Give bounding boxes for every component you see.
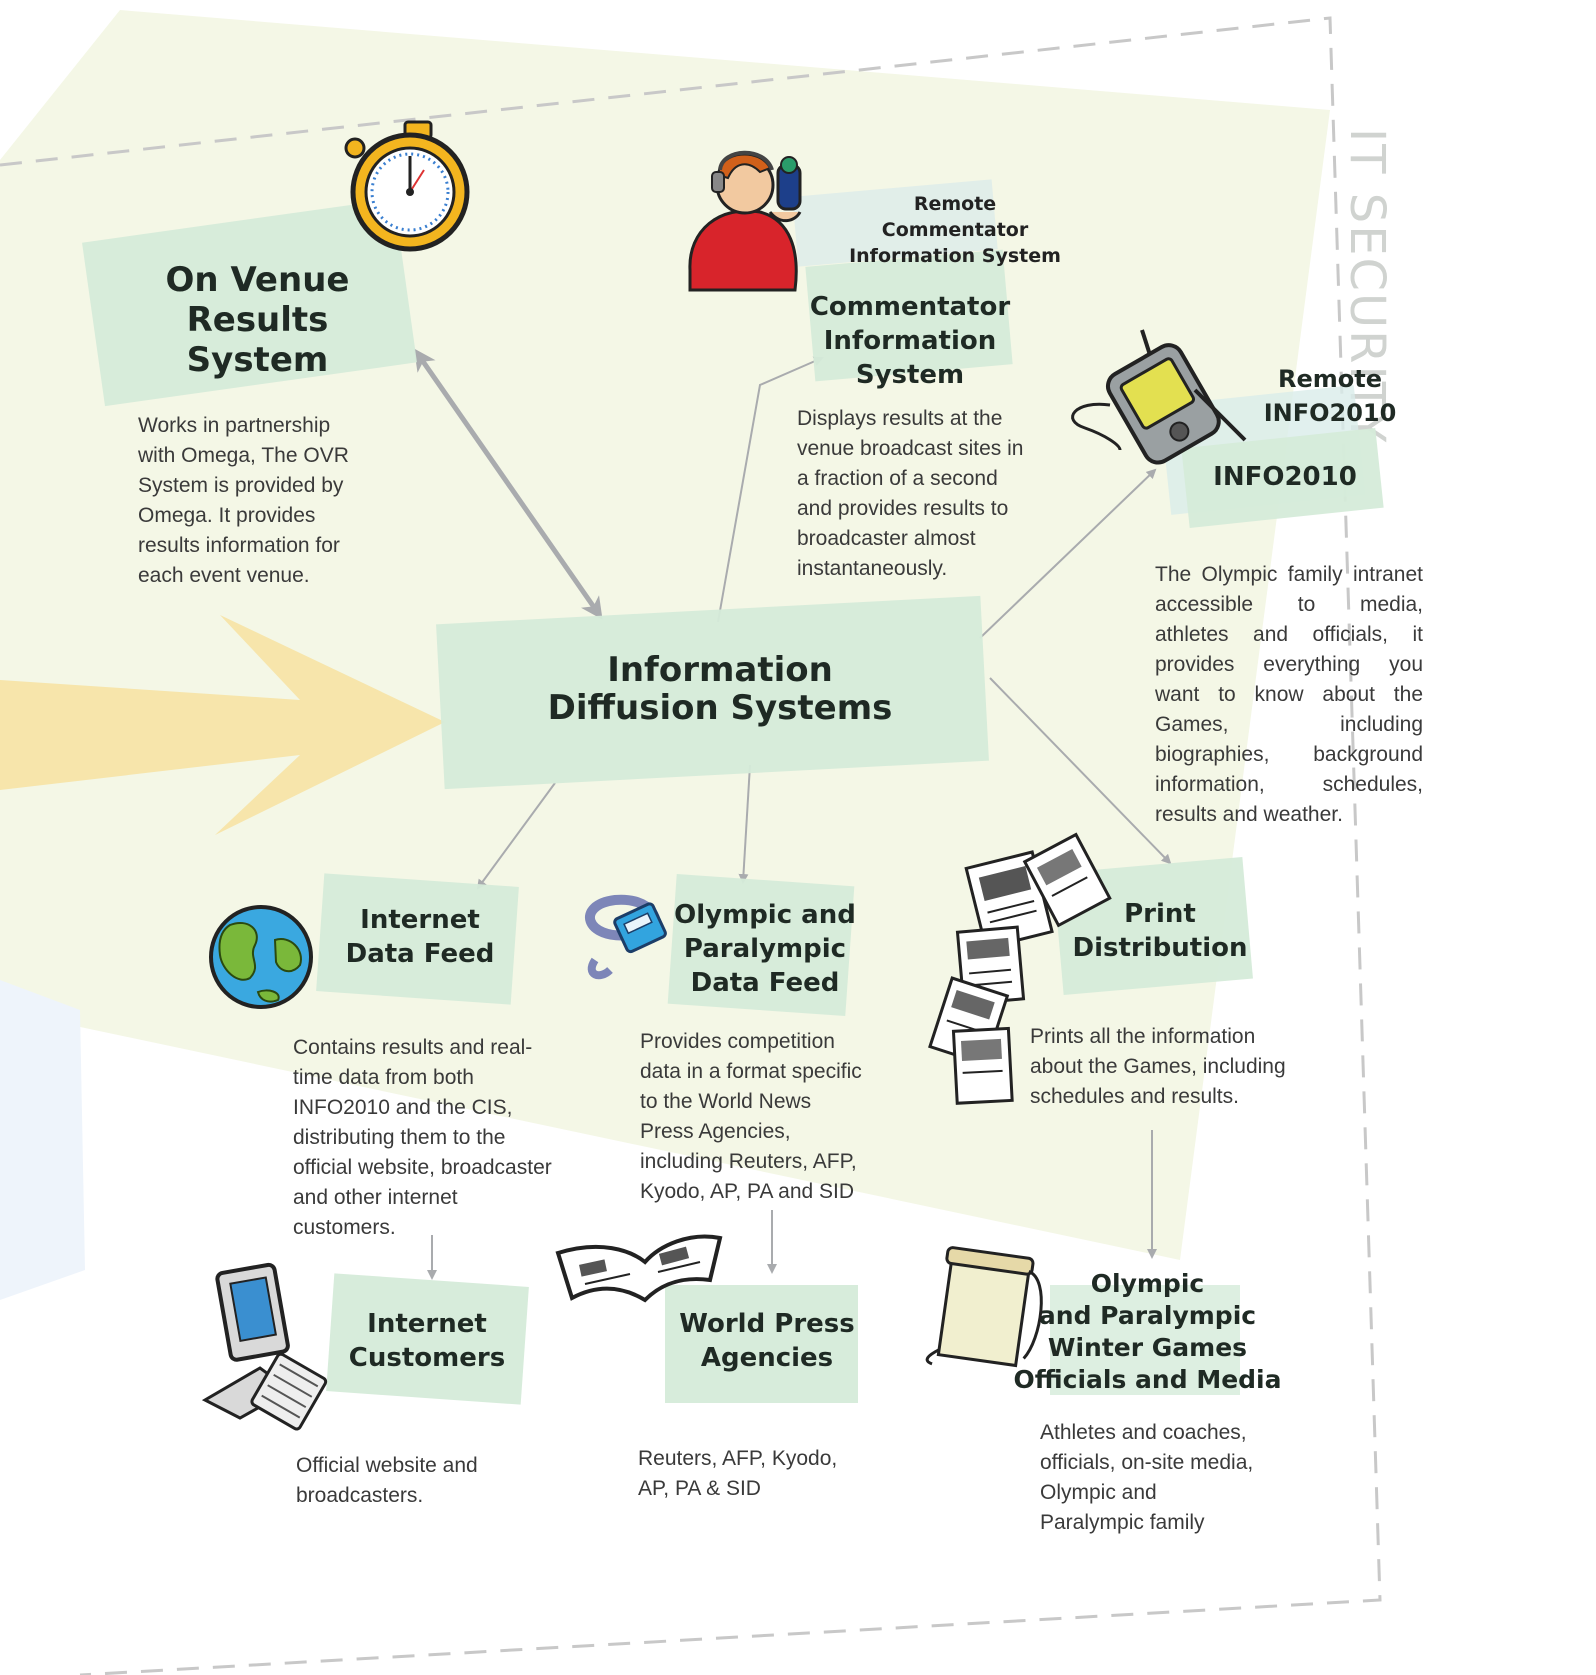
internet-customers-description: Official website and broadcasters. [296,1454,478,1507]
print-title: Print Distribution [1072,899,1248,963]
big-input-arrow [0,615,445,835]
arrow-center-internet-feed [476,782,556,890]
world-press-box [665,1285,858,1403]
arrow-center-info2010 [979,468,1157,639]
world-press-title: World Press Agencies [679,1309,855,1373]
center-title: Information Diffusion Systems [547,650,893,728]
arrow-ovr-center [414,348,603,620]
info2010-description: The Olympic family intranet accessible t… [1155,563,1423,826]
internet-feed-title: Internet Data Feed [345,905,495,969]
olympic-feed-description: Provides competition data in a format sp… [640,1030,862,1203]
officials-box [1050,1285,1240,1395]
cis-remote-label: Remote Commentator Information System [849,193,1061,267]
info2010-title: INFO2010 [1213,462,1357,492]
world-press-description: Reuters, AFP, Kyodo, AP, PA & SID [638,1447,838,1500]
ovr-description: Works in partnership with Omega, The OVR… [138,414,349,587]
internet-customers-title: Internet Customers [348,1309,506,1373]
print-description: Prints all the information about the Gam… [1030,1025,1286,1108]
info2010-remote-label: Remote INFO2010 [1263,365,1397,427]
cis-description: Displays results at the venue broadcast … [797,407,1024,580]
left-blue-tint [0,980,85,1300]
security-dashed-border [0,16,1382,1675]
ovr-title: On Venue Results System [165,260,350,380]
olympic-feed-title: Olympic and Paralympic Data Feed [674,900,856,998]
internet-feed-description: Contains results and real- time data fro… [293,1036,552,1239]
arrow-center-olympic-feed [738,764,751,884]
officials-description: Athletes and coaches, officials, on-site… [1040,1421,1254,1534]
arrow-center-print [989,677,1172,865]
cis-title: Commentator Information System [809,292,1011,390]
officials-title: Olympic and Paralympic Winter Games Offi… [1013,1269,1282,1394]
arrow-center-cis [717,356,824,623]
